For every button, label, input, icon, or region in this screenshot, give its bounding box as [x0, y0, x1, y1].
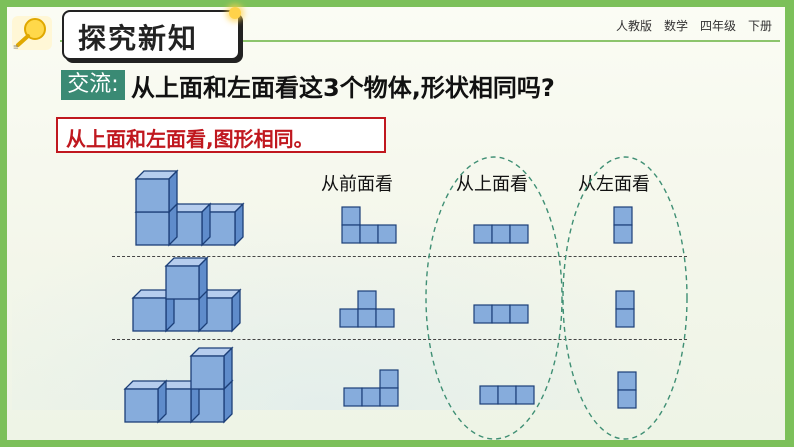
front-view-1	[341, 206, 397, 244]
question-tag: 交流:	[61, 70, 125, 100]
subject-label: 数学	[664, 19, 689, 33]
top-view-1	[473, 224, 529, 244]
row-separator-1	[112, 256, 687, 257]
answer-text: 从上面和左面看,图形相同。	[66, 127, 314, 151]
left-view-2	[615, 290, 635, 328]
volume-label: 下册	[748, 19, 773, 33]
top-view-3	[479, 385, 535, 405]
top-view-highlight-ellipse	[425, 156, 563, 440]
question-text: 从上面和左面看这3个物体,形状相同吗?	[131, 74, 555, 102]
solid-figure-2	[132, 257, 241, 332]
section-title-box: 探究新知	[62, 10, 240, 60]
sun-decoration	[229, 7, 241, 19]
front-view-3	[343, 369, 399, 407]
page-title: 探究新知	[78, 22, 199, 55]
left-view-highlight-ellipse	[562, 156, 688, 440]
left-view-1	[613, 206, 633, 244]
top-view-2	[473, 304, 529, 324]
left-view-3	[617, 371, 637, 409]
svg-text:≡: ≡	[13, 43, 19, 51]
solid-figure-3	[124, 347, 233, 423]
header-rule	[60, 40, 780, 42]
column-header-top: 从上面看	[456, 174, 528, 195]
front-view-2	[339, 290, 395, 328]
column-header-front: 从前面看	[321, 174, 393, 195]
publisher-label: 人教版	[616, 19, 653, 33]
grade-label: 四年级	[700, 19, 737, 33]
answer-box: 从上面和左面看,图形相同。	[56, 117, 386, 153]
row-separator-2	[112, 339, 687, 340]
column-header-left: 从左面看	[578, 174, 650, 195]
solid-figure-1	[135, 170, 244, 246]
magnifier-icon: ≡	[10, 12, 54, 52]
